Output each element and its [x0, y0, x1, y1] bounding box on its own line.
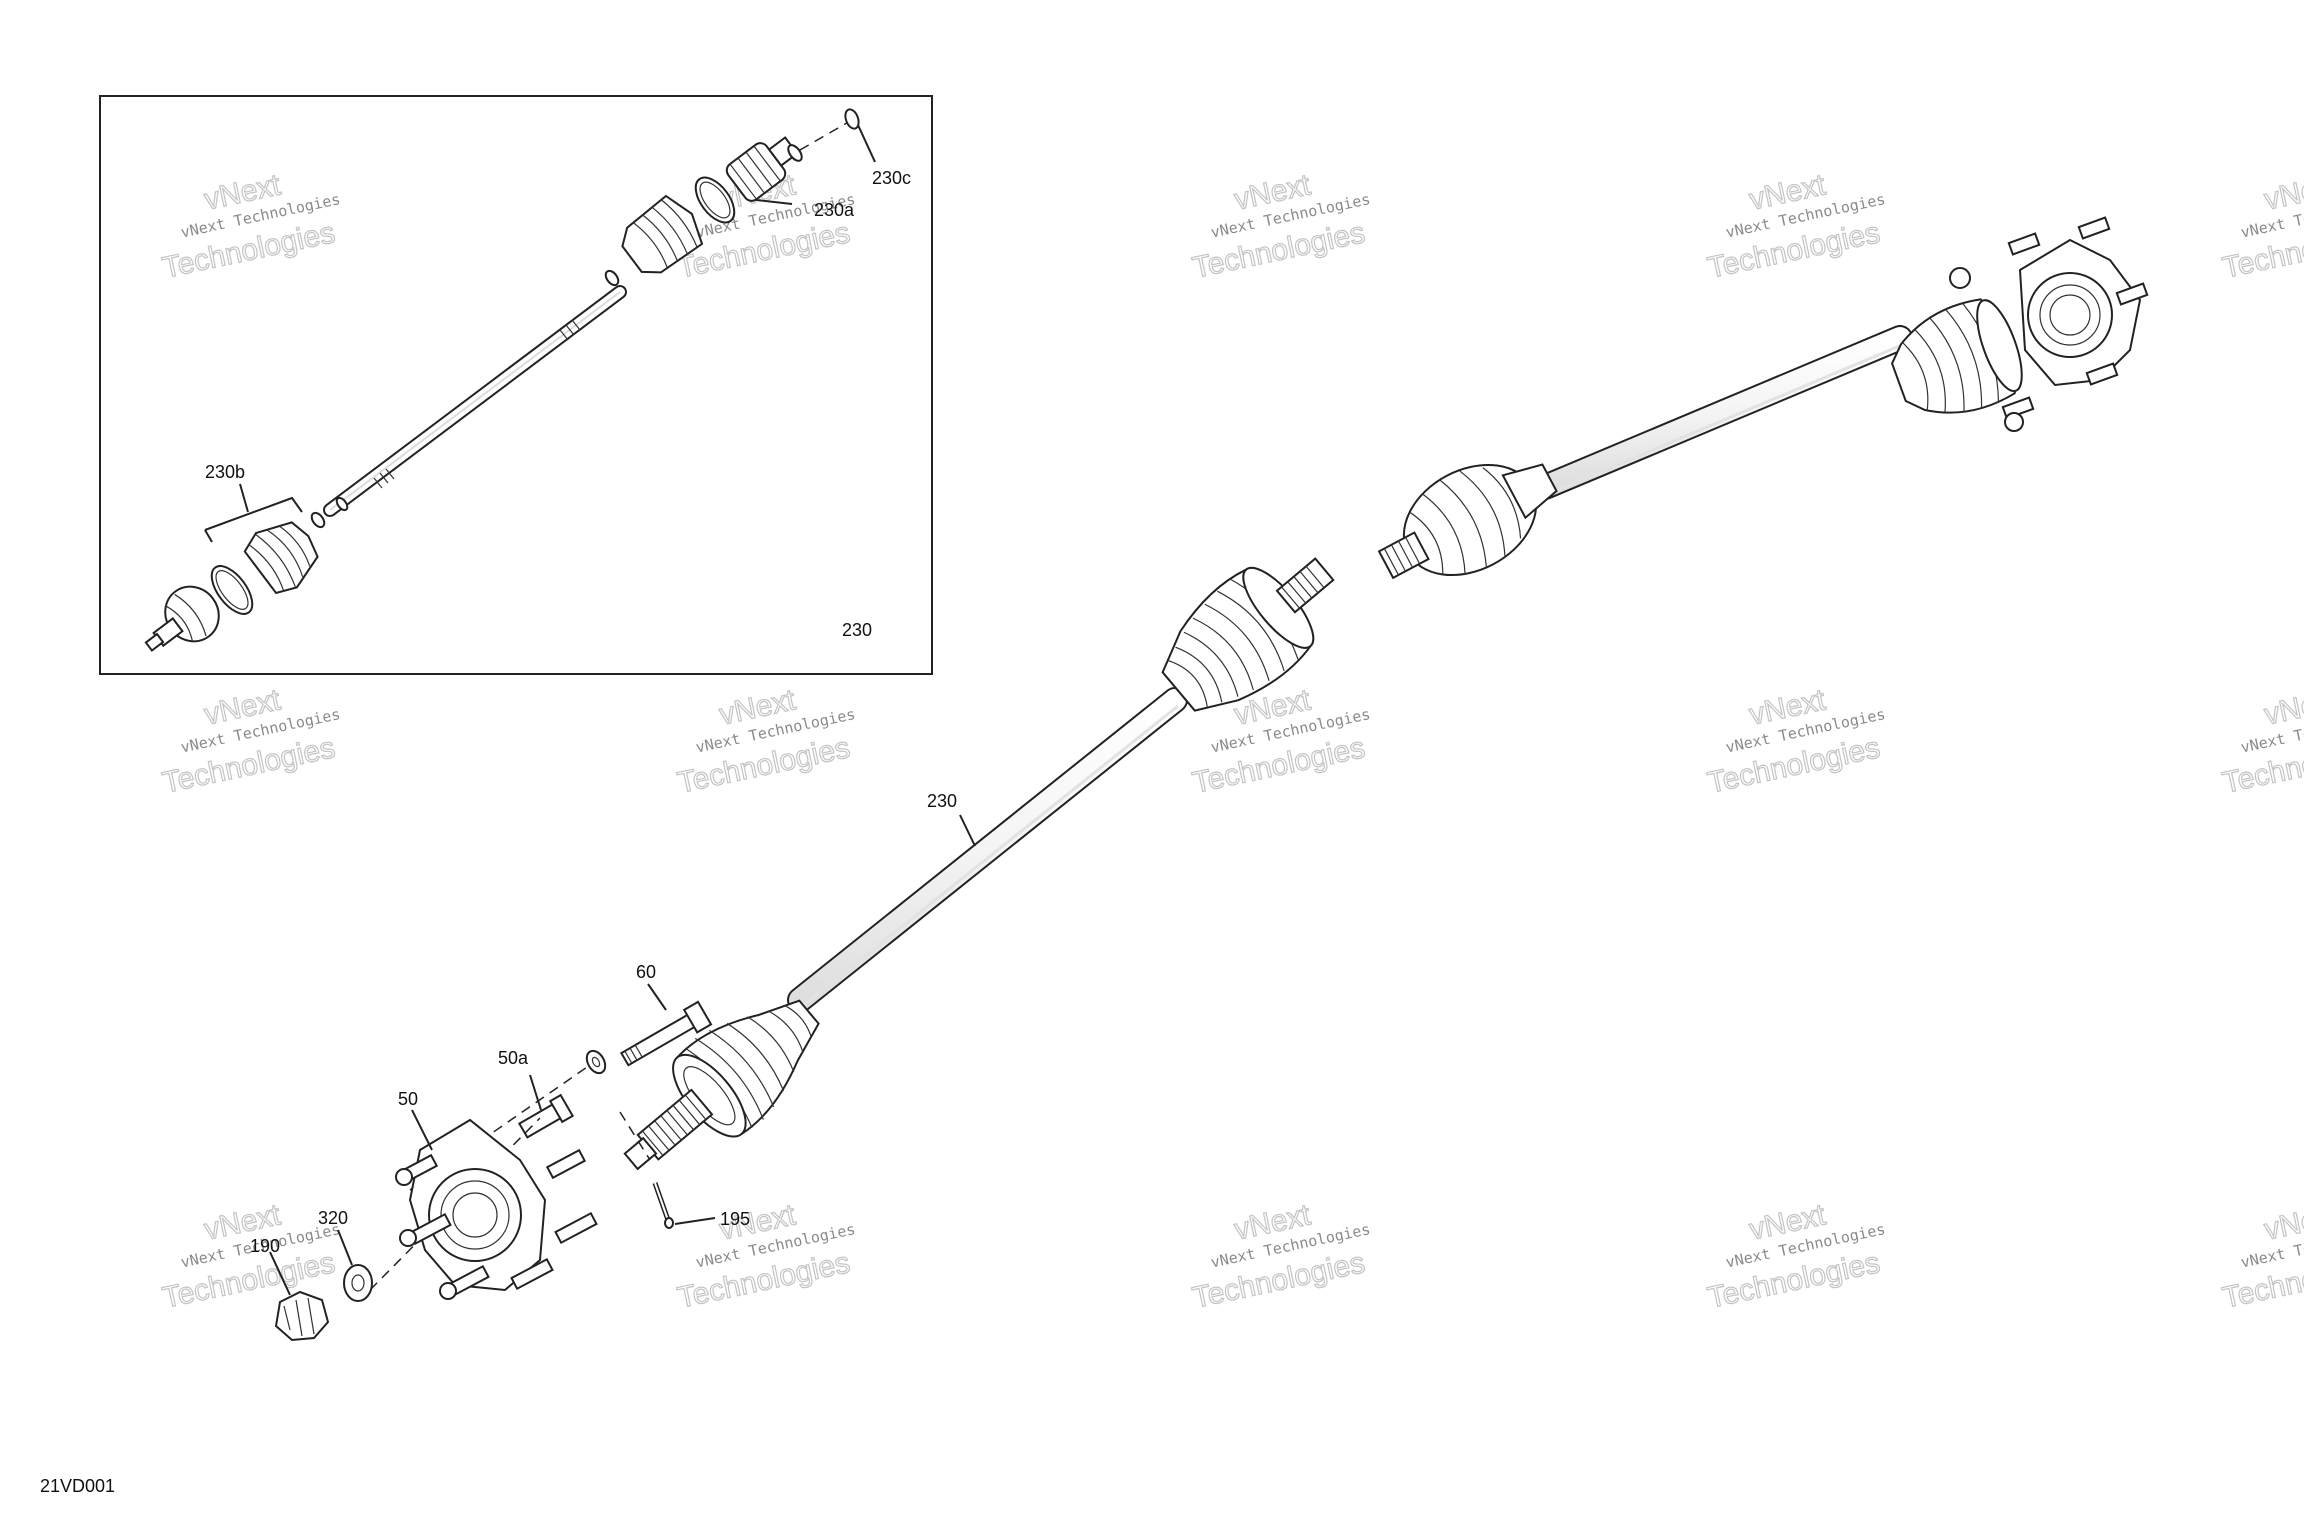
inset-clamp-ring-lower — [210, 565, 254, 615]
cv-joint-middle — [1161, 557, 1335, 712]
inset-boot-lower — [243, 521, 319, 595]
inset-frame — [99, 95, 933, 675]
callout-230b: 230b — [205, 462, 245, 482]
inset-circlip-upper — [604, 269, 620, 287]
drawing-code: 21VD001 — [40, 1476, 115, 1496]
cotter-pin-195 — [652, 1182, 674, 1229]
nut-190 — [274, 1290, 330, 1342]
inset-label-230: 230 — [842, 620, 872, 640]
svg-text:vNext: vNext — [2261, 168, 2304, 216]
callout-230: 230 — [927, 791, 957, 811]
callout-320: 320 — [318, 1208, 348, 1228]
washer-320 — [343, 1264, 373, 1302]
inset-circlip-stub — [787, 144, 803, 162]
inset-oring-230c — [844, 108, 860, 130]
callout-50a: 50a — [498, 1048, 529, 1068]
inset-exploded-view — [99, 95, 933, 675]
callout-labels: 230c 230a 230b 230 230 60 50a 50 320 190… — [40, 168, 957, 1496]
inset-shaft — [323, 285, 627, 517]
inset-clamp-ring-230a — [694, 176, 736, 224]
callout-230c: 230c — [872, 168, 911, 188]
inset-clip-small — [335, 496, 349, 512]
main-shaft-middle — [787, 687, 1188, 1013]
hub-studs-upper — [1949, 216, 2149, 432]
callout-195: 195 — [720, 1209, 750, 1229]
leader-lines — [269, 814, 976, 1296]
svg-text:vNext: vNext — [2261, 1198, 2304, 1246]
hub-studs-50 — [395, 1148, 598, 1300]
main-shaft-upper — [1532, 325, 1913, 500]
cv-joint-upper-right — [1890, 298, 2023, 414]
cv-joint-lower — [623, 999, 820, 1171]
inset-boot-upper — [621, 194, 704, 274]
callout-190: 190 — [250, 1236, 280, 1256]
callout-230a: 230a — [814, 200, 855, 220]
svg-text:vNext: vNext — [2261, 683, 2304, 731]
washer-60 — [585, 1049, 607, 1075]
inset-cv-joint-lower — [144, 585, 220, 652]
cv-joint-upper-left — [1377, 463, 1558, 580]
bolt-60 — [619, 1000, 713, 1067]
bracket-230b — [204, 496, 303, 531]
callout-60: 60 — [636, 962, 656, 982]
inset-circlip-lower — [310, 511, 326, 529]
callout-50: 50 — [398, 1089, 418, 1109]
wheel-hub-50 — [395, 1118, 598, 1300]
wheel-hub-upper — [1949, 216, 2149, 432]
bolt-50a — [517, 1093, 575, 1139]
